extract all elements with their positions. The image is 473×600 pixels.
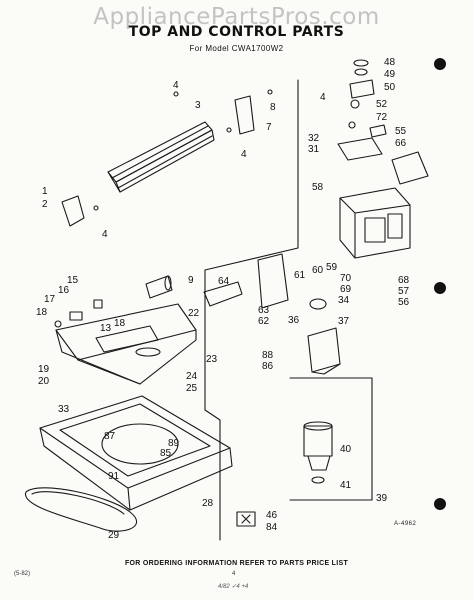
page-number: 4 xyxy=(232,571,236,577)
callout-label: 25 xyxy=(186,383,198,394)
handwritten-note: 4/82 ✓4 +4 xyxy=(218,584,249,590)
knob-assembly xyxy=(348,59,375,129)
callout-label: 19 xyxy=(38,364,50,375)
callout-label: 84 xyxy=(266,522,278,533)
cabinet-top-rail xyxy=(107,121,215,193)
callout-label: 46 xyxy=(266,510,278,521)
page-title: TOP AND CONTROL PARTS xyxy=(128,24,345,40)
callout-label: 50 xyxy=(384,82,396,93)
lid-switch-parts xyxy=(54,299,103,328)
callout-label: 2 xyxy=(42,199,48,210)
washer-top-28 xyxy=(39,395,233,511)
callout-label: 68 xyxy=(398,275,410,286)
callout-label: 15 xyxy=(67,275,79,286)
right-bracket xyxy=(234,95,255,135)
callout-label: 23 xyxy=(206,354,218,365)
console-panel xyxy=(55,303,197,385)
callout-label: 58 xyxy=(312,182,324,193)
callout-label: 9 xyxy=(188,275,194,286)
callout-label: 87 xyxy=(104,431,116,442)
callout-label: 88 xyxy=(262,350,274,361)
callout-label: 49 xyxy=(384,69,396,80)
bracket-lip xyxy=(311,363,341,375)
callout-label: 28 xyxy=(202,498,214,509)
callout-label: 34 xyxy=(338,295,350,306)
callout-label: 86 xyxy=(262,361,274,372)
hose-coupler xyxy=(203,281,243,307)
callout-label: 22 xyxy=(188,308,200,319)
callout-label: 57 xyxy=(398,286,410,297)
callout-label: 55 xyxy=(395,126,407,137)
callout-label: 7 xyxy=(266,122,272,133)
callout-label: 41 xyxy=(340,480,352,491)
callout-label: 66 xyxy=(395,138,407,149)
callout-label: 31 xyxy=(308,144,320,155)
callout-label: 4 xyxy=(102,229,108,240)
callout-label: 40 xyxy=(340,444,352,455)
callout-label: 8 xyxy=(270,102,276,113)
callout-label: 4 xyxy=(173,80,179,91)
callout-label: 70 xyxy=(340,273,352,284)
pump-motor-40 xyxy=(303,421,333,484)
watermark: AppliancePartsPros.com xyxy=(93,4,380,30)
callout-label: 56 xyxy=(398,297,410,308)
ordering-info-note: FOR ORDERING INFORMATION REFER TO PARTS … xyxy=(124,560,349,567)
callout-label: 37 xyxy=(338,316,350,327)
binder-hole-top xyxy=(434,58,446,70)
document-code: (5-82) xyxy=(14,571,31,577)
callout-label: 32 xyxy=(308,133,320,144)
callout-label: 64 xyxy=(218,276,230,287)
label-box-46 xyxy=(236,511,256,527)
clip-55 xyxy=(369,124,387,138)
timer-control-box xyxy=(339,187,411,259)
callout-label: 52 xyxy=(376,99,388,110)
callout-label: 91 xyxy=(108,471,120,482)
callout-label: 69 xyxy=(340,284,352,295)
callout-label: 18 xyxy=(36,307,48,318)
switch-plate xyxy=(337,137,383,161)
callout-label: 29 xyxy=(108,530,120,541)
binder-hole-bottom xyxy=(434,498,446,510)
left-end-cap xyxy=(61,195,85,227)
model-subtitle: For Model CWA1700W2 xyxy=(189,44,284,53)
callout-label: 60 xyxy=(312,265,324,276)
binder-hole-middle xyxy=(434,282,446,294)
callout-label: 39 xyxy=(376,493,388,504)
callout-label: 24 xyxy=(186,371,198,382)
gasket-ring-29 xyxy=(25,487,138,532)
callout-label: 61 xyxy=(294,270,306,281)
callout-label: 1 xyxy=(42,186,48,197)
callout-label: 89 xyxy=(168,438,180,449)
callout-label: 20 xyxy=(38,376,50,387)
section-divider-lines xyxy=(204,79,373,541)
callout-label: 85 xyxy=(160,448,172,459)
callout-label: 17 xyxy=(44,294,56,305)
callout-label: 63 xyxy=(258,305,270,316)
clamp-34 xyxy=(309,298,327,310)
callout-label: 72 xyxy=(376,112,388,123)
cylinder-part-9 xyxy=(145,275,173,299)
callout-label: 3 xyxy=(195,100,201,111)
callout-label: 59 xyxy=(326,262,338,273)
callout-label: 48 xyxy=(384,57,396,68)
callout-label: 4 xyxy=(320,92,326,103)
callout-label: 62 xyxy=(258,316,270,327)
figure-reference: A-4962 xyxy=(394,521,417,527)
pump-bracket xyxy=(307,327,341,373)
callout-label: 36 xyxy=(288,315,300,326)
bracket-plate-66 xyxy=(391,151,429,185)
mounting-plate xyxy=(257,253,289,309)
callout-label: 33 xyxy=(58,404,70,415)
callout-label: 16 xyxy=(58,285,70,296)
callout-label: 4 xyxy=(241,149,247,160)
callout-label: 13 xyxy=(100,323,112,334)
callout-label: 18 xyxy=(114,318,126,329)
top-screws xyxy=(93,89,273,211)
